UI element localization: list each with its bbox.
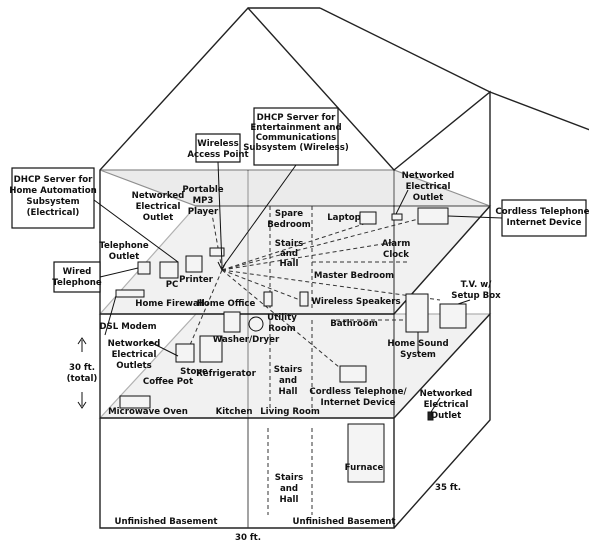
leader-lines: [93, 161, 503, 413]
speaker-left-icon: [263, 291, 273, 307]
link-mp3: [211, 213, 223, 271]
coffee-pot-label: Coffee Pot: [143, 377, 193, 387]
sound-system-icon: [405, 293, 429, 333]
dsl-modem-label: DSL Modem: [99, 322, 156, 332]
pc-label: PC: [166, 280, 179, 290]
leader-outlet-top: [395, 189, 409, 215]
leader-dhcp-automation: [93, 199, 179, 263]
main-floor-side: [393, 313, 491, 419]
stove-label: Stove: [180, 367, 208, 377]
furnace-icon: [347, 423, 385, 483]
dhcp-entertainment-box: [253, 107, 339, 166]
cordless-main-label: Cordless Telephone/Internet Device: [309, 387, 407, 408]
devices: [115, 207, 467, 483]
leader-wireless-ap: [217, 161, 223, 267]
leader-dsl-modem: [104, 295, 117, 336]
wireless-speakers-label: Wireless Speakers: [311, 297, 400, 307]
washer-icon: [223, 311, 241, 333]
dhcp-home-automation-box: [11, 167, 95, 229]
height-arrowhead-down: [77, 401, 87, 409]
unfinished-basement-right-label: Unfinished Basement: [292, 517, 395, 527]
basement-outlet-icon: [427, 411, 434, 421]
wired-telephone-icon: [137, 261, 151, 275]
wireless-ap-box: [195, 133, 241, 163]
leader-kitchen-outlets: [149, 341, 179, 357]
wired-telephone-box: [53, 261, 101, 293]
side-wall: [393, 90, 491, 529]
cordless-top-box: [501, 199, 587, 237]
link-alarm: [221, 241, 396, 271]
leader-wired-telephone: [99, 267, 139, 278]
tv-icon: [439, 303, 467, 329]
width-dimension-label: 30 ft.: [235, 533, 261, 543]
washer-dryer-label: Washer/Dryer: [213, 335, 280, 345]
laptop-label: Laptop: [327, 213, 361, 223]
pc-monitor-icon: [159, 261, 179, 279]
leader-basement-outlet: [430, 397, 441, 413]
roof-back-line: [489, 91, 589, 131]
depth-dimension-label: 35 ft.: [435, 483, 461, 493]
home-office-label: Home Office: [197, 299, 256, 309]
bathroom-label: Bathroom: [330, 319, 378, 329]
link-laptop: [221, 221, 371, 271]
cordless-phone-top-icon: [417, 207, 449, 225]
dsl-modem-icon: [115, 289, 145, 298]
link-tv: [221, 269, 441, 301]
leader-tv: [457, 299, 471, 305]
tv-setup-label: T.V. w/Setup Box: [451, 280, 501, 301]
wireless-links: [189, 213, 441, 373]
link-cordless-top: [221, 215, 431, 271]
link-cordless-main: [221, 269, 346, 373]
master-bedroom-label: Master Bedroom: [314, 271, 394, 281]
mp3-player-icon: [209, 247, 225, 257]
leader-cordless-top: [447, 215, 503, 219]
furnace-label: Furnace: [345, 463, 384, 473]
alarm-clock-icon: [391, 213, 403, 221]
printer-icon: [185, 255, 203, 273]
height-arrowhead-up: [77, 337, 87, 345]
cordless-phone-main-icon: [339, 365, 367, 383]
refrigerator-label: Refrigerator: [196, 369, 256, 379]
unfinished-basement-left-label: Unfinished Basement: [114, 517, 217, 527]
roof-eave-line: [319, 7, 491, 93]
cordless-top-label: Cordless Telephone/Internet Device: [495, 207, 589, 228]
microwave-icon: [119, 395, 151, 409]
speaker-right-icon: [299, 291, 309, 307]
living-room-label: Living Room: [260, 407, 320, 417]
coffee-pot-icon: [175, 343, 195, 363]
kitchen-label: Kitchen: [216, 407, 253, 417]
floors: [98, 169, 492, 419]
dimension-arrows: [77, 337, 87, 409]
laptop-icon: [359, 211, 377, 225]
house-structure: [99, 6, 589, 529]
home-firewall-label: Home Firewall: [135, 299, 204, 309]
dryer-icon: [248, 316, 264, 332]
front-gable: [99, 6, 395, 529]
refrigerator-icon: [199, 335, 223, 363]
microwave-label: Microwave Oven: [108, 407, 188, 417]
printer-label: Printer: [179, 275, 214, 285]
height-dimension-label: 30 ft.(total): [67, 363, 98, 384]
leader-dhcp-entertainment: [221, 164, 297, 269]
